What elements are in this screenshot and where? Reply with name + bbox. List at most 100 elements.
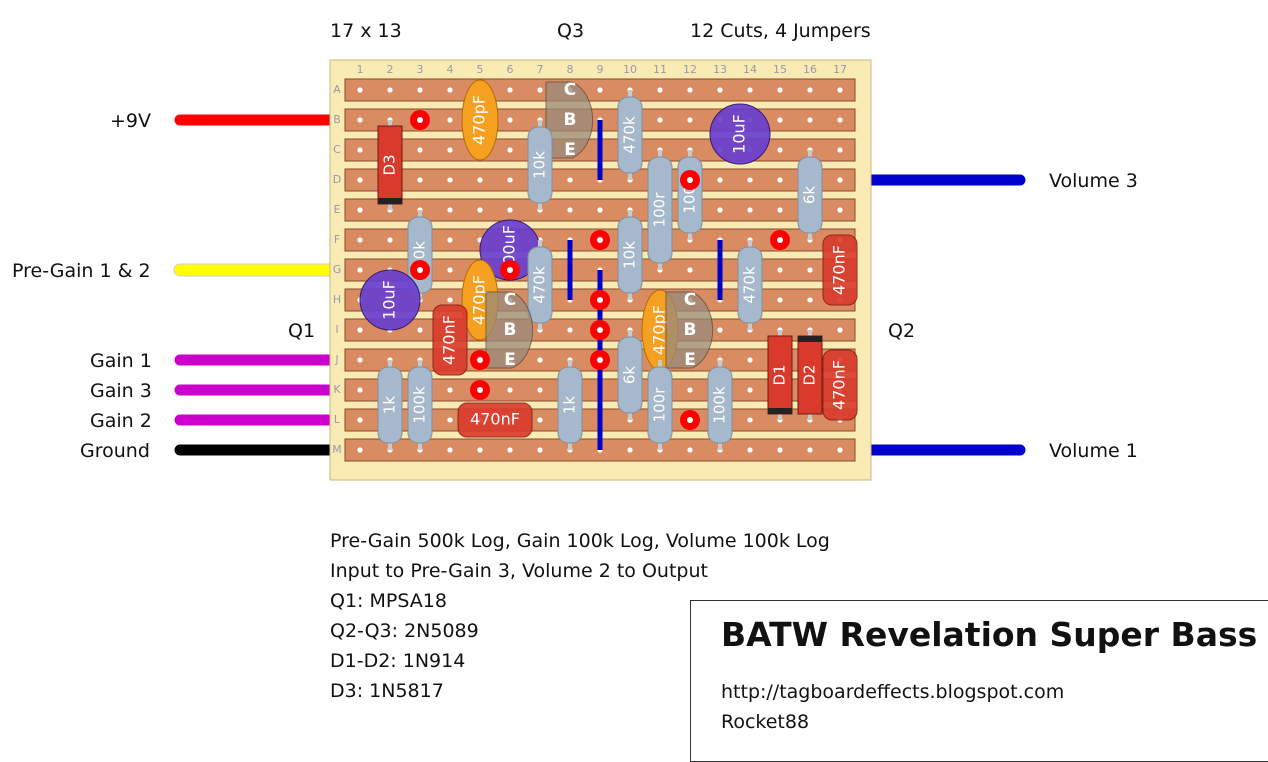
cap-470nf-right-top — [822, 234, 858, 306]
resistor-10k-top — [527, 126, 553, 204]
row-label: J — [334, 353, 338, 366]
cap-470pf-top-label: 470pF — [470, 95, 489, 145]
strip-cut-center — [687, 417, 693, 423]
row-label: K — [333, 383, 341, 396]
hole — [447, 147, 453, 153]
hole — [747, 417, 753, 423]
hole — [477, 177, 483, 183]
hole — [447, 207, 453, 213]
hole — [747, 207, 753, 213]
hole — [537, 357, 543, 363]
hole — [537, 387, 543, 393]
strip-cut-center — [507, 267, 513, 273]
hole — [777, 207, 783, 213]
column-label: 4 — [447, 63, 454, 76]
column-label: 3 — [417, 63, 424, 76]
label-q2: Q2 — [888, 320, 916, 342]
diode-d3-label: D3 — [381, 154, 399, 175]
column-label: 7 — [537, 63, 544, 76]
cap-10uf-top-label: 10uF — [730, 114, 749, 154]
cap-470nf-right-bottom-label: 470nF — [830, 360, 849, 410]
resistor-6k-mid-label: 6k — [621, 366, 639, 385]
hole — [357, 147, 363, 153]
q3-label: Q3 — [557, 20, 585, 42]
resistor-100r-mid-label: 100r — [651, 387, 669, 423]
resistor-1k-mid — [557, 366, 583, 444]
hole — [447, 297, 453, 303]
strip-cut-center — [597, 237, 603, 243]
transistor-q2-pin-b: B — [684, 320, 697, 340]
hole — [687, 387, 693, 393]
hole — [807, 117, 813, 123]
transistor-q2-pin-c: C — [684, 290, 696, 310]
hole — [717, 87, 723, 93]
transistor-q3-pin-c: C — [564, 80, 576, 100]
hole — [777, 177, 783, 183]
transistor-q1-pin-b: B — [504, 320, 517, 340]
hole — [807, 267, 813, 273]
diode-d2-label: D2 — [801, 364, 819, 385]
resistor-100r-top — [647, 156, 673, 264]
hole — [507, 207, 513, 213]
hole — [357, 87, 363, 93]
cap-470nf-right-top-label: 470nF — [830, 245, 849, 295]
strip-cut-center — [417, 117, 423, 123]
strip-cut-center — [597, 327, 603, 333]
resistor-470k-top — [617, 96, 643, 174]
resistor-10k-top-label: 10k — [531, 151, 549, 179]
hole — [357, 447, 363, 453]
hole — [507, 447, 513, 453]
note-d1d2: D1-D2: 1N914 — [330, 650, 466, 672]
strip-cut-center — [597, 297, 603, 303]
row-label: I — [335, 323, 338, 336]
column-label: 10 — [623, 63, 637, 76]
hole — [747, 87, 753, 93]
note-pots: Pre-Gain 500k Log, Gain 100k Log, Volume… — [330, 530, 830, 552]
hole — [567, 207, 573, 213]
hole — [357, 207, 363, 213]
hole — [777, 87, 783, 93]
hole — [507, 177, 513, 183]
cap-10uf-top — [709, 103, 771, 165]
cap-470nf-left-label: 470nF — [440, 315, 459, 365]
strip-cut-center — [777, 237, 783, 243]
resistor-470k-right — [737, 246, 763, 324]
transistor-q3-pin-b: B — [564, 110, 577, 130]
diode-d2 — [797, 335, 823, 415]
resistor-470k-top-label: 470k — [621, 116, 639, 154]
hole — [447, 267, 453, 273]
hole — [447, 387, 453, 393]
resistor-10k-mid-label: 10k — [621, 241, 639, 269]
resistor-100k-left — [407, 366, 433, 444]
hole — [447, 87, 453, 93]
hole — [747, 447, 753, 453]
row-label: L — [334, 413, 341, 426]
diode-d3 — [377, 125, 403, 205]
column-label: 6 — [507, 63, 514, 76]
resistor-100r-top-label: 100r — [651, 192, 669, 228]
hole — [357, 357, 363, 363]
hole — [837, 117, 843, 123]
hole — [657, 87, 663, 93]
cap-10uf-left-label: 10uF — [380, 280, 399, 320]
label-gain1: Gain 1 — [90, 350, 152, 372]
label-gain2: Gain 2 — [90, 410, 152, 432]
resistor-470k-right-label: 470k — [741, 266, 759, 304]
hole — [567, 327, 573, 333]
hole — [747, 177, 753, 183]
resistor-100k-mid — [707, 366, 733, 444]
column-label: 15 — [773, 63, 787, 76]
hole — [807, 87, 813, 93]
column-label: 17 — [833, 63, 847, 76]
cap-470nf-bottom — [457, 402, 533, 438]
diode-d3-band — [378, 198, 402, 204]
resistor-100k-mid-label: 100k — [711, 386, 729, 424]
hole — [357, 417, 363, 423]
hole — [777, 117, 783, 123]
row-label: C — [333, 143, 341, 156]
cap-470nf-right-bottom — [822, 349, 858, 421]
column-label: 1 — [357, 63, 364, 76]
hole — [477, 447, 483, 453]
hole — [657, 117, 663, 123]
